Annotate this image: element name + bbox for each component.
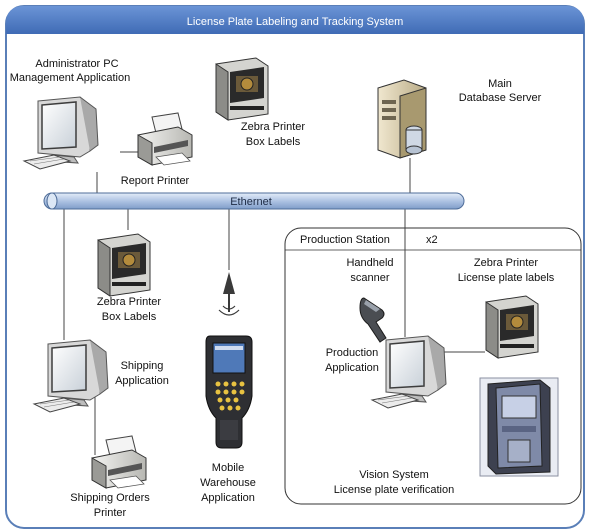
mobile-app-label-line2: Warehouse — [200, 477, 256, 489]
production-station-count: x2 — [426, 234, 438, 246]
desktop-printer-icon — [137, 112, 193, 166]
mobile-app-label-line3: Application — [201, 492, 255, 504]
desktop-printer-icon — [91, 435, 147, 489]
desktop-computer-icon — [370, 335, 447, 409]
admin-pc-label-line1: Administrator PC — [35, 58, 118, 70]
desktop-computer-icon — [32, 339, 109, 413]
production-station-frame — [284, 227, 582, 505]
vision-label-line2: License plate verification — [334, 484, 454, 496]
db-server-label-line1: Main — [488, 78, 512, 90]
zebra-mid-label-line2: Box Labels — [102, 311, 157, 323]
barcode-scanner-icon — [359, 297, 387, 343]
zebra-mid-label-line1: Zebra Printer — [97, 296, 162, 308]
production-app-label-line2: Application — [325, 362, 379, 374]
ethernet-bus: Ethernet — [43, 192, 465, 210]
production-station-label: Production Station — [300, 234, 390, 246]
server-tower-icon — [377, 79, 427, 159]
label-printer-icon — [485, 295, 539, 359]
production-zebra-label-line2: License plate labels — [458, 272, 555, 284]
shipping-app-label-line2: Application — [115, 375, 169, 387]
scanner-label-line2: scanner — [350, 272, 389, 284]
shipping-printer-label-line1: Shipping Orders — [70, 492, 150, 504]
title-bar — [6, 6, 584, 34]
ethernet-label: Ethernet — [230, 196, 272, 208]
handheld-terminal-icon — [205, 335, 253, 449]
label-printer-icon — [215, 57, 269, 121]
db-server-label-line2: Database Server — [459, 92, 542, 104]
scanner-label-line1: Handheld — [346, 257, 393, 269]
vision-cabinet-icon — [479, 377, 559, 477]
diagram-title: License Plate Labeling and Tracking Syst… — [187, 16, 403, 28]
ethernet-cable — [43, 192, 465, 210]
desktop-computer-icon — [22, 96, 99, 170]
production-zebra-label-line1: Zebra Printer — [474, 257, 539, 269]
wireless-antenna-icon — [218, 272, 240, 316]
vision-label-line1: Vision System — [359, 469, 429, 481]
production-app-label-line1: Production — [326, 347, 379, 359]
ethernet-cable-end — [46, 192, 58, 210]
label-printer-icon — [97, 233, 151, 297]
report-printer-label: Report Printer — [121, 175, 190, 187]
shipping-printer-label-line2: Printer — [94, 507, 127, 519]
admin-pc-label-line2: Management Application — [10, 72, 130, 84]
zebra-top-label-line2: Box Labels — [246, 136, 301, 148]
zebra-top-label-line1: Zebra Printer — [241, 121, 306, 133]
shipping-app-label-line1: Shipping — [121, 360, 164, 372]
mobile-app-label-line1: Mobile — [212, 462, 244, 474]
